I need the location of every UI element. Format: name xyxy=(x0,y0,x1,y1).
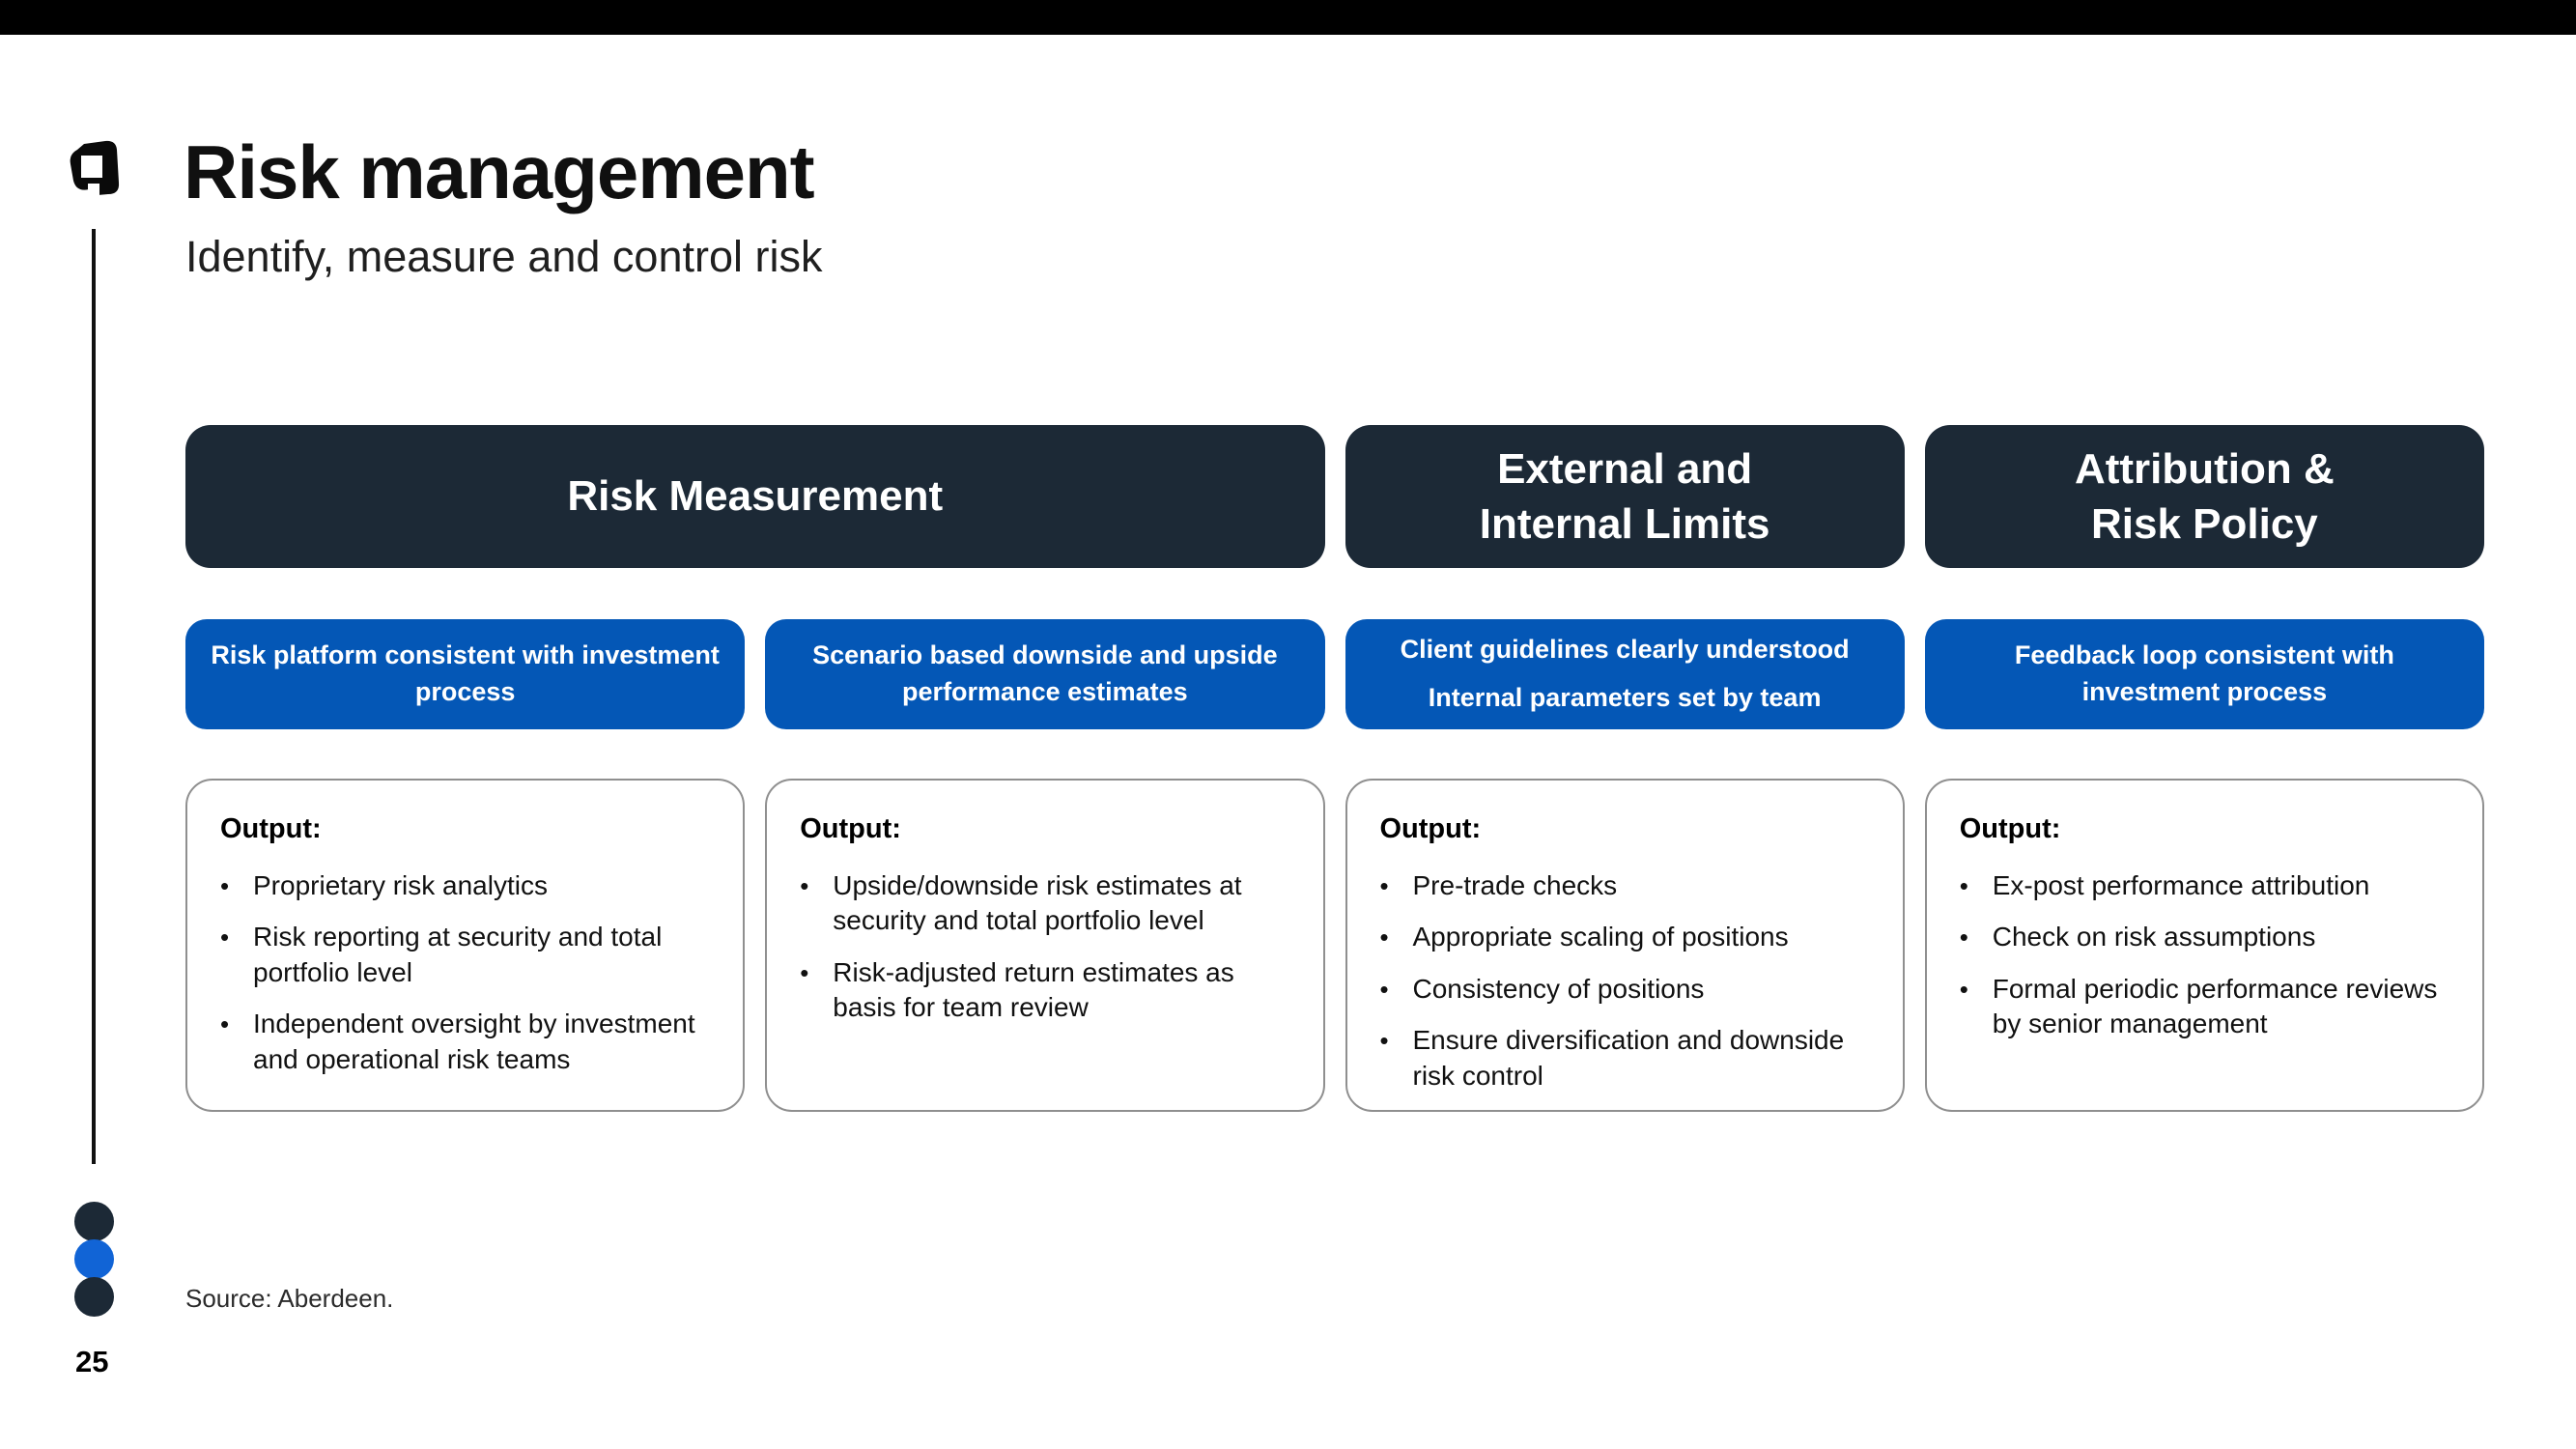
list-item: • Appropriate scaling of positions xyxy=(1380,920,1878,954)
list-item-text: Check on risk assumptions xyxy=(1992,922,2316,952)
decorative-dot-blue xyxy=(74,1239,114,1279)
decorative-dot-navy-bottom xyxy=(74,1277,114,1317)
list-item-text: Risk-adjusted return estimates as basis … xyxy=(833,956,1234,1023)
highlight-client-guidelines: Client guidelines clearly understood Int… xyxy=(1345,619,1905,729)
highlight-line: Client guidelines clearly understood xyxy=(1400,635,1850,665)
bullet-icon: • xyxy=(1379,871,1389,900)
highlight-line: process xyxy=(414,677,516,706)
list-item: • Upside/downside risk estimates at secu… xyxy=(800,868,1297,939)
output-card-attribution: Output: • Ex-post performance attributio… xyxy=(1924,779,2484,1112)
highlight-line: performance estimates xyxy=(902,677,1188,706)
header-attribution-risk-policy: Attribution & Risk Policy xyxy=(1924,425,2484,568)
bullet-icon: • xyxy=(1379,974,1389,1004)
output-card-risk-measurement-1: Output: • Proprietary risk analytics • R… xyxy=(185,779,746,1112)
highlight-risk-platform: Risk platform consistent with investment… xyxy=(185,619,746,729)
list-item-text: Ensure diversification and downside risk… xyxy=(1412,1025,1845,1091)
header-line: Internal Limits xyxy=(1479,500,1770,548)
list-item: • Check on risk assumptions xyxy=(1960,920,2457,954)
page-number: 25 xyxy=(75,1345,109,1378)
header-risk-measurement: Risk Measurement xyxy=(185,425,1325,568)
header-line: Risk Policy xyxy=(2090,500,2318,548)
output-card-limits: Output: • Pre-trade checks • Appropriate… xyxy=(1345,779,1905,1112)
output-card-risk-measurement-2: Output: • Upside/downside risk estimates… xyxy=(765,779,1325,1112)
bullet-icon: • xyxy=(1379,923,1389,952)
bullet-icon: • xyxy=(1379,1026,1389,1056)
bullet-icon: • xyxy=(1959,871,1968,900)
list-item: • Ex-post performance attribution xyxy=(1960,868,2457,903)
list-item: • Pre-trade checks xyxy=(1380,868,1878,903)
left-vertical-rule xyxy=(92,229,96,1164)
page-subtitle: Identify, measure and control risk xyxy=(185,232,823,281)
top-black-bar xyxy=(0,0,2576,35)
aberdeen-logo-icon xyxy=(70,140,120,196)
header-line: External and xyxy=(1497,444,1753,493)
output-row: Output: • Proprietary risk analytics • R… xyxy=(185,779,2484,1112)
list-item-text: Appropriate scaling of positions xyxy=(1412,922,1789,952)
highlight-scenario-based: Scenario based downside and upside perfo… xyxy=(765,619,1325,729)
header-line: Risk Measurement xyxy=(567,472,944,521)
list-item: • Proprietary risk analytics xyxy=(220,868,718,903)
page-title: Risk management xyxy=(184,129,815,214)
list-item: • Risk reporting at security and total p… xyxy=(220,920,718,990)
bullet-icon: • xyxy=(1959,923,1968,952)
list-item: • Consistency of positions xyxy=(1380,972,1878,1007)
header-row: Risk Measurement External and Internal L… xyxy=(185,425,2484,568)
output-label: Output: xyxy=(220,813,322,844)
header-line: Attribution & xyxy=(2074,444,2335,493)
highlight-feedback-loop: Feedback loop consistent with investment… xyxy=(1924,619,2484,729)
header-external-internal-limits: External and Internal Limits xyxy=(1345,425,1905,568)
list-item: • Risk-adjusted return estimates as basi… xyxy=(800,955,1297,1026)
highlight-line: Feedback loop consistent with xyxy=(2014,640,2394,670)
list-item-text: Consistency of positions xyxy=(1412,973,1705,1004)
highlight-line: Risk platform consistent with investment xyxy=(211,640,720,670)
highlight-line: investment process xyxy=(2081,677,2328,706)
decorative-dot-navy-top xyxy=(74,1202,114,1241)
list-item-text: Risk reporting at security and total por… xyxy=(253,922,663,987)
list-item: • Independent oversight by investment an… xyxy=(220,1007,718,1077)
list-item: • Ensure diversification and downside ri… xyxy=(1380,1023,1878,1094)
list-item: • Formal periodic performance reviews by… xyxy=(1960,972,2457,1042)
bullet-icon: • xyxy=(800,871,809,900)
output-label: Output: xyxy=(800,813,901,844)
output-label: Output: xyxy=(1959,813,2061,844)
list-item-text: Upside/downside risk estimates at securi… xyxy=(833,870,1242,936)
list-item-text: Proprietary risk analytics xyxy=(253,870,548,900)
highlight-line: Scenario based downside and upside xyxy=(812,640,1278,670)
list-item-text: Pre-trade checks xyxy=(1412,870,1618,900)
bullet-icon: • xyxy=(800,957,809,987)
source-note: Source: Aberdeen. xyxy=(185,1284,394,1313)
highlight-line: Internal parameters set by team xyxy=(1428,683,1822,712)
output-label: Output: xyxy=(1379,813,1482,844)
bullet-icon: • xyxy=(220,871,230,900)
bullet-icon: • xyxy=(1959,974,1968,1004)
list-item-text: Formal periodic performance reviews by s… xyxy=(1992,973,2438,1039)
list-item-text: Independent oversight by investment and … xyxy=(253,1009,695,1074)
bullet-icon: • xyxy=(220,923,230,952)
list-item-text: Ex-post performance attribution xyxy=(1992,870,2370,900)
bullet-icon: • xyxy=(220,1009,230,1039)
highlight-row: Risk platform consistent with investment… xyxy=(185,619,2484,729)
